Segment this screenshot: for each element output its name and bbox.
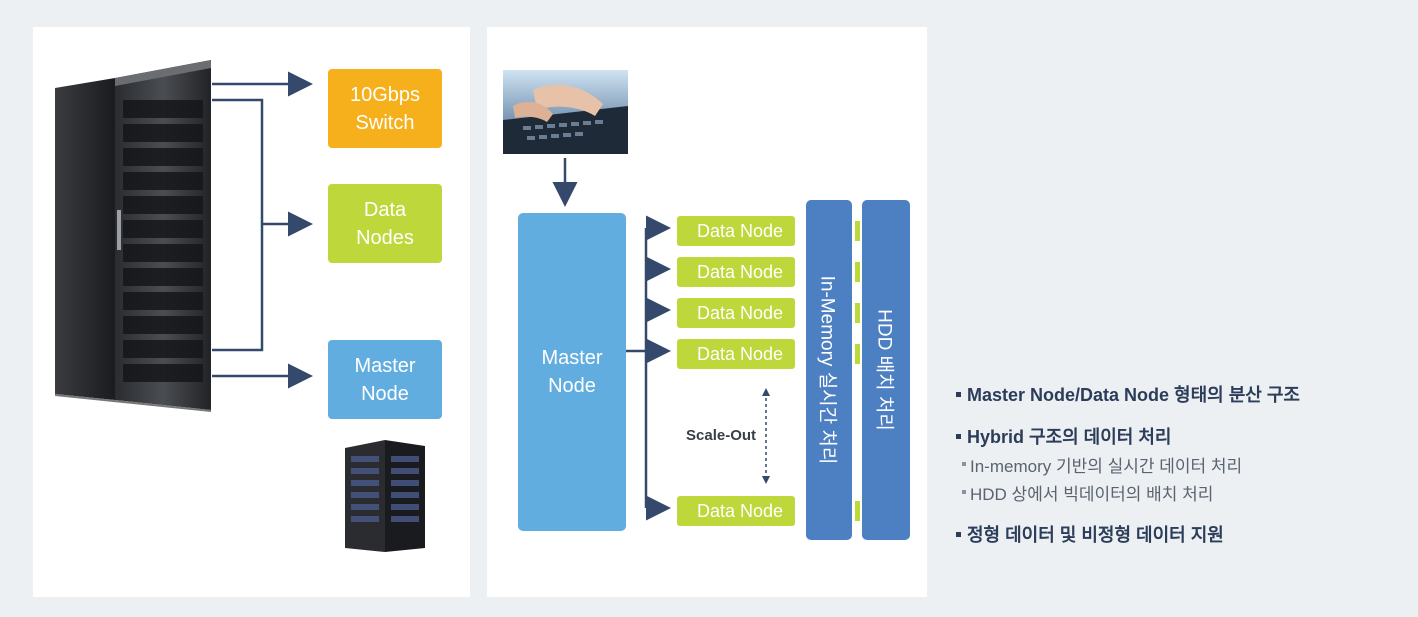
data-nodes-box: Data Nodes xyxy=(328,184,442,263)
bullet-icon xyxy=(956,391,961,397)
hdd-batch-label: HDD 배치 처리 xyxy=(873,309,895,431)
data-node-2: Data Node xyxy=(677,257,795,287)
switch-box: 10Gbps Switch xyxy=(328,69,442,148)
data-node-1: Data Node xyxy=(677,216,795,246)
master-node-box-left: Master Node xyxy=(328,340,442,419)
data-node-3: Data Node xyxy=(677,298,795,328)
connector-tick xyxy=(855,221,860,241)
feature-subitem: HDD 상에서 빅데이터의 배치 처리 xyxy=(956,478,1300,506)
master-node-label: Master Node xyxy=(541,347,603,397)
feature-item: Master Node/Data Node 형태의 분산 구조 xyxy=(956,380,1300,408)
features-list: Master Node/Data Node 형태의 분산 구조 Hybrid 구… xyxy=(956,380,1300,548)
scale-out-label: Scale-Out xyxy=(686,427,757,444)
bullet-icon xyxy=(956,433,961,439)
sub-bullet-icon xyxy=(962,490,966,494)
in-memory-bar: In-Memory 실시간 처리 xyxy=(806,200,852,540)
small-server-image xyxy=(345,440,425,552)
data-node-5: Data Node xyxy=(677,496,795,526)
bullet-icon xyxy=(956,531,961,537)
master-node-box: Master Node xyxy=(518,213,626,531)
feature-item: 정형 데이터 및 비정형 데이터 지원 xyxy=(956,520,1300,548)
master-node-label-left: Master Node xyxy=(354,354,416,405)
feature-item: Hybrid 구조의 데이터 처리 xyxy=(956,422,1300,450)
data-nodes-label: Data Nodes xyxy=(356,198,414,249)
keyboard-typing-image xyxy=(503,70,628,154)
feature-subitem: In-memory 기반의 실시간 데이터 처리 xyxy=(956,450,1300,478)
data-node-4: Data Node xyxy=(677,339,795,369)
sub-bullet-icon xyxy=(962,462,966,466)
connector-tick xyxy=(855,501,860,521)
connector-tick xyxy=(855,262,860,282)
connector-tick xyxy=(855,303,860,323)
hdd-batch-bar: HDD 배치 처리 xyxy=(862,200,910,540)
in-memory-label: In-Memory 실시간 처리 xyxy=(816,275,838,465)
switch-label: 10Gbps Switch xyxy=(349,83,421,134)
connector-tick xyxy=(855,344,860,364)
server-rack-image xyxy=(55,60,211,412)
